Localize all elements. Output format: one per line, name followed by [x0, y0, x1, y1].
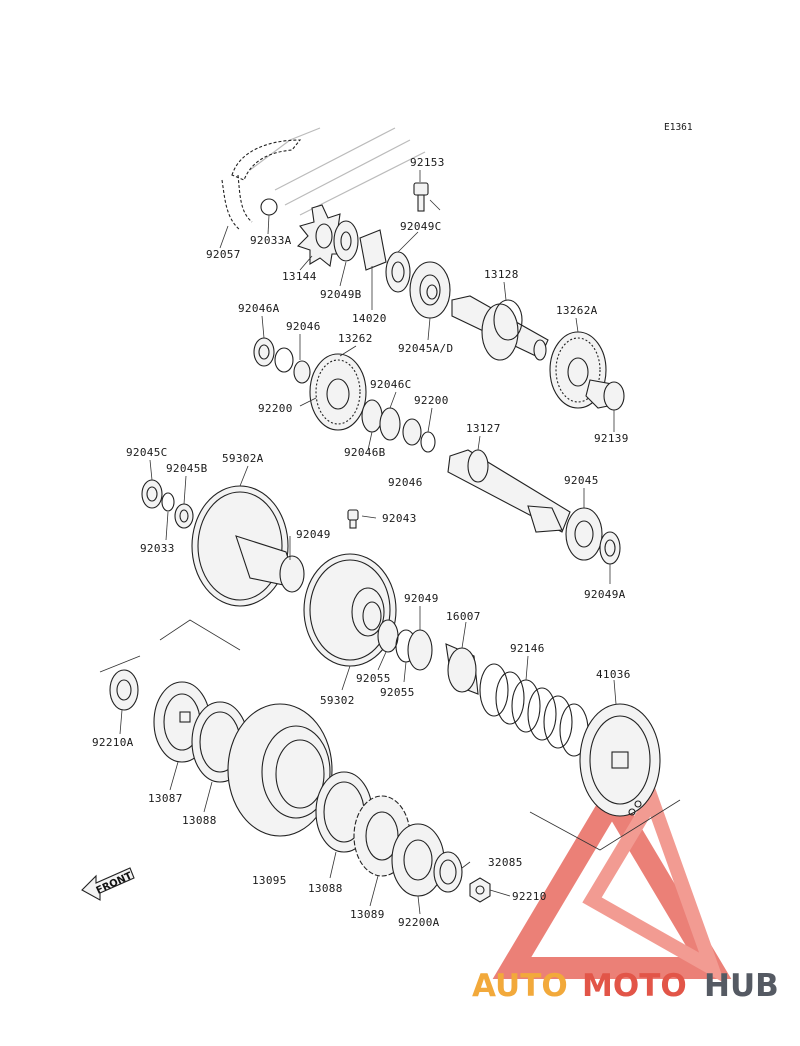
seal-92210a: [99, 619, 241, 711]
label-92049-b: 92049: [404, 592, 439, 605]
label-92049b: 92049B: [320, 288, 362, 301]
watermark-wordmark: AUTO MOTO HUB: [472, 968, 779, 1004]
needle-bearings: [361, 399, 436, 453]
front-arrow: FRONT: [81, 867, 135, 901]
label-13089: 13089: [350, 908, 385, 921]
label-92200-b: 92200: [414, 394, 449, 407]
drum-13095: [227, 703, 333, 837]
label-92045: 92045: [564, 474, 599, 487]
label-92210: 92210: [512, 890, 547, 903]
label-92043: 92043: [382, 512, 417, 525]
diagram-code: E1361: [664, 122, 693, 133]
label-92046b: 92046B: [344, 446, 386, 459]
label-59302: 59302: [320, 694, 355, 707]
pulley-59302a: [191, 485, 305, 607]
shaft-13128: [451, 295, 549, 361]
label-14020: 14020: [352, 312, 387, 325]
gear-13262a: [549, 331, 625, 411]
gear-13262: [309, 353, 367, 431]
label-92045b: 92045B: [166, 462, 208, 475]
label-32085: 32085: [488, 856, 523, 869]
part-labels: E1361 92153 92057 92033A 13144 92049C 92…: [92, 122, 693, 929]
label-16007: 16007: [446, 610, 481, 623]
nut-92210: [469, 877, 491, 903]
label-92153: 92153: [410, 156, 445, 169]
label-13262: 13262: [338, 332, 373, 345]
label-92049-a: 92049: [296, 528, 331, 541]
label-13088-b: 13088: [308, 882, 343, 895]
label-13127: 13127: [466, 422, 501, 435]
label-92046-b: 92046: [388, 476, 423, 489]
label-92055-b: 92055: [380, 686, 415, 699]
watermark-moto: MOTO: [582, 968, 687, 1004]
label-92033a: 92033A: [250, 234, 292, 247]
label-92049c: 92049C: [400, 220, 442, 233]
watermark-logo: [492, 778, 732, 984]
bolt-92153: [413, 170, 441, 212]
label-92046c: 92046C: [370, 378, 412, 391]
pulley-59302: [303, 553, 417, 667]
label-92210a: 92210A: [92, 736, 134, 749]
shaft-13127: [447, 449, 571, 533]
label-92046-a: 92046: [286, 320, 321, 333]
label-92045c: 92045C: [126, 446, 168, 459]
watermark-hub: HUB: [704, 968, 779, 1004]
clutch-housing-41036: [529, 703, 681, 851]
label-13095: 13095: [252, 874, 287, 887]
label-92049a: 92049A: [584, 588, 626, 601]
label-59302a: 59302A: [222, 452, 264, 465]
label-13088-a: 13088: [182, 814, 217, 827]
label-92200-a: 92200: [258, 402, 293, 415]
bearing-92045c: [141, 479, 194, 529]
spring-92146: [479, 663, 589, 757]
label-92055-a: 92055: [356, 672, 391, 685]
bearing-92045a: [409, 261, 451, 319]
collar-16007: [407, 629, 479, 695]
label-92200a: 92200A: [398, 916, 440, 929]
label-92046a: 92046A: [238, 302, 280, 315]
label-13144: 13144: [282, 270, 317, 283]
watermark-auto: AUTO: [472, 968, 568, 1004]
label-92045ad: 92045A/D: [398, 342, 453, 355]
label-92033: 92033: [140, 542, 175, 555]
leader-lines: [119, 214, 617, 915]
bearing-92045: [565, 507, 621, 565]
collar-32085: [433, 851, 463, 893]
label-92146: 92146: [510, 642, 545, 655]
plug-92043: [347, 509, 359, 529]
label-13262a: 13262A: [556, 304, 598, 317]
label-13128: 13128: [484, 268, 519, 281]
label-41036: 41036: [596, 668, 631, 681]
label-13087: 13087: [148, 792, 183, 805]
drive-chain: [221, 127, 426, 231]
label-92057: 92057: [206, 248, 241, 261]
bearing-92046a: [253, 337, 311, 384]
label-92139: 92139: [594, 432, 629, 445]
